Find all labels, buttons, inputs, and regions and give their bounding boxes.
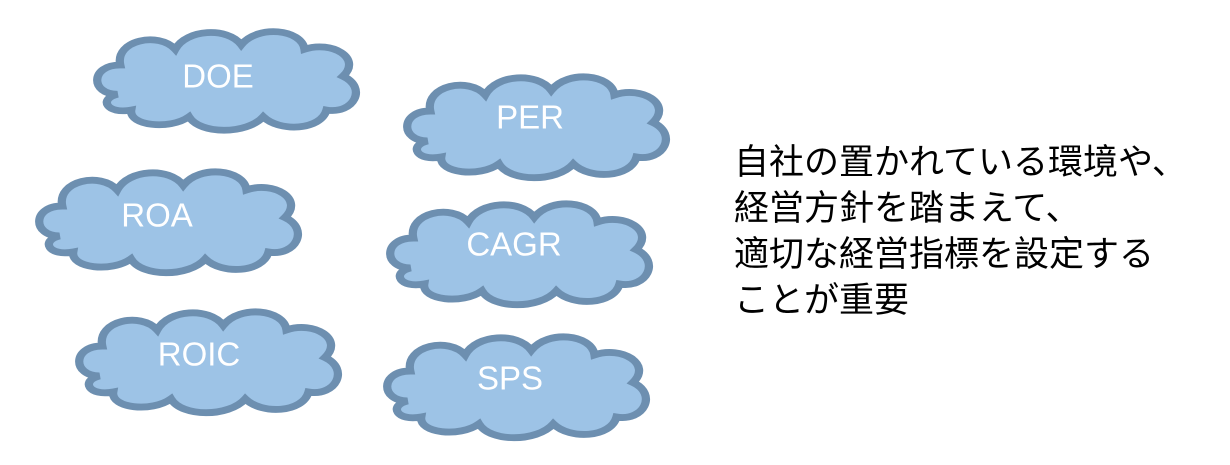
cloud-label: ROIC (158, 336, 241, 373)
cloud-label: SPS (477, 360, 543, 397)
cloud-label: DOE (182, 58, 254, 95)
cloud-label: PER (496, 99, 564, 136)
cloud-doe: DOE (97, 32, 356, 131)
message-line: 適切な経営指標を設定する (734, 235, 1155, 275)
cloud-cagr: CAGR (390, 204, 649, 305)
cloud-roa: ROA (39, 172, 298, 273)
message-line: 自社の置かれている環境や、 (734, 143, 1187, 183)
summary-message: 自社の置かれている環境や、 経営方針を踏まえて、 適切な経営指標を設定する こと… (734, 140, 1214, 324)
cloud-sps: SPS (387, 337, 646, 438)
message-line: 経営方針を踏まえて、 (734, 189, 1081, 229)
cloud-per: PER (407, 77, 666, 178)
message-line: ことが重要 (734, 281, 910, 321)
cloud-roic: ROIC (79, 312, 338, 413)
cloud-label: CAGR (466, 226, 561, 263)
cloud-label: ROA (121, 197, 193, 234)
